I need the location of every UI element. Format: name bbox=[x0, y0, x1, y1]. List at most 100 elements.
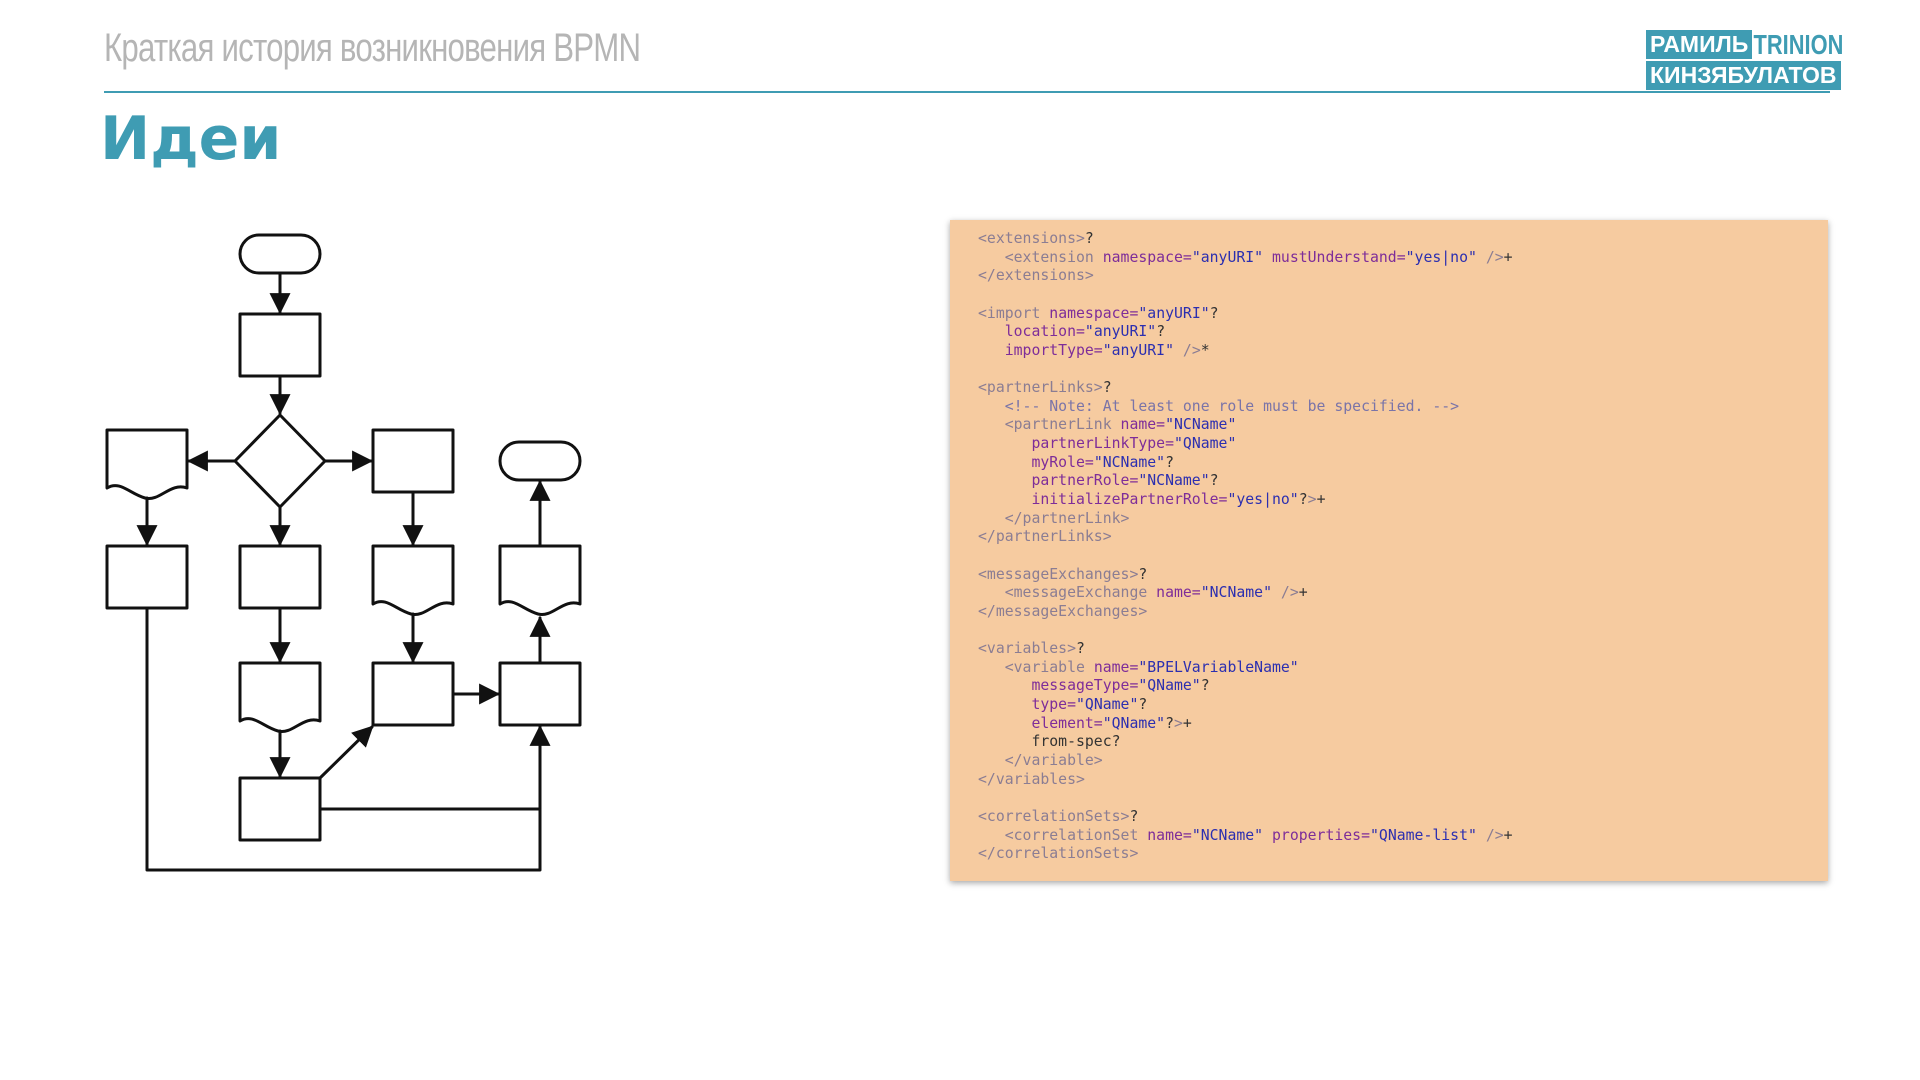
code-line: <extensions>? bbox=[978, 230, 1800, 249]
logo-line1: РАМИЛЬ bbox=[1646, 30, 1753, 59]
code-token: properties= bbox=[1272, 826, 1370, 844]
arrow-bottom-to-far-right bbox=[318, 724, 551, 811]
code-line: location="anyURI"? bbox=[978, 323, 1800, 342]
code-line: <partnerLink name="NCName" bbox=[978, 416, 1800, 435]
code-token: partnerRole= bbox=[978, 472, 1139, 490]
code-token: /> bbox=[1280, 584, 1299, 602]
code-token: name= bbox=[1147, 826, 1192, 844]
code-line: </variables> bbox=[978, 771, 1800, 790]
code-token: ? bbox=[1129, 807, 1139, 825]
code-token: from-spec? bbox=[978, 733, 1121, 751]
code-token: "NCName" bbox=[1138, 472, 1210, 490]
code-token: ? bbox=[1209, 304, 1219, 322]
code-token: mustUnderstand= bbox=[1272, 248, 1406, 266]
code-line: messageType="QName"? bbox=[978, 677, 1800, 696]
flowchart-diagram bbox=[105, 233, 582, 872]
code-token: "anyURI" bbox=[1191, 248, 1272, 266]
code-line: </partnerLinks> bbox=[978, 528, 1800, 547]
logo-line2: КИНЗЯБУЛАТОВ bbox=[1646, 61, 1841, 90]
document-far-right-2 bbox=[498, 544, 582, 616]
code-line: type="QName"? bbox=[978, 696, 1800, 715]
code-token: "QName-list" bbox=[1370, 826, 1486, 844]
code-line: myRole="NCName"? bbox=[978, 454, 1800, 473]
code-token: ? bbox=[1165, 714, 1174, 732]
code-token: <correlationSets> bbox=[978, 807, 1130, 825]
code-token: <partnerLink bbox=[978, 416, 1121, 434]
code-token: <!-- Note: At least one role must be spe… bbox=[978, 397, 1460, 415]
logo-brand: TRINION bbox=[1753, 29, 1844, 60]
code-line bbox=[978, 547, 1800, 566]
code-token: "QName" bbox=[1076, 696, 1139, 714]
code-token: /> bbox=[1485, 826, 1504, 844]
code-token: type= bbox=[978, 696, 1076, 714]
code-token: </partnerLinks> bbox=[978, 528, 1112, 546]
code-token: "QName" bbox=[1138, 677, 1201, 695]
code-token: "anyURI" bbox=[1102, 341, 1183, 359]
code-line: </correlationSets> bbox=[978, 845, 1800, 864]
code-token: <messageExchanges> bbox=[978, 565, 1139, 583]
code-token: ? bbox=[1156, 323, 1166, 341]
code-token: element= bbox=[978, 714, 1103, 732]
code-line: <variable name="BPELVariableName" bbox=[978, 659, 1800, 678]
code-token: "yes|no" bbox=[1405, 248, 1486, 266]
code-token: namespace= bbox=[1102, 248, 1192, 266]
process-box-right-1 bbox=[371, 428, 455, 494]
code-token: ? bbox=[1165, 453, 1175, 471]
code-token: "NCName" bbox=[1165, 416, 1237, 434]
code-token: + bbox=[1316, 490, 1326, 508]
code-token: namespace= bbox=[1049, 304, 1139, 322]
code-line: <messageExchanges>? bbox=[978, 566, 1800, 585]
code-token: ? bbox=[1138, 696, 1148, 714]
code-token: "QName" bbox=[1174, 435, 1237, 453]
code-token: ? bbox=[1298, 490, 1308, 508]
code-token: importType= bbox=[978, 341, 1103, 359]
code-token: /> bbox=[1485, 248, 1504, 266]
code-token: ? bbox=[1209, 472, 1219, 490]
code-token: partnerLinkType= bbox=[978, 435, 1174, 453]
code-token: + bbox=[1503, 248, 1513, 266]
code-line: initializePartnerRole="yes|no"?>+ bbox=[978, 491, 1800, 510]
code-line: <messageExchange name="NCName" />+ bbox=[978, 584, 1800, 603]
code-token: name= bbox=[1156, 584, 1201, 602]
code-line bbox=[978, 789, 1800, 808]
code-token: "NCName" bbox=[1191, 826, 1272, 844]
code-token: "NCName" bbox=[1200, 584, 1281, 602]
code-token: <partnerLinks> bbox=[978, 379, 1103, 397]
code-line: <correlationSets>? bbox=[978, 808, 1800, 827]
code-token: </messageExchanges> bbox=[978, 602, 1148, 620]
code-token: "BPELVariableName" bbox=[1138, 658, 1299, 676]
code-token: <import bbox=[978, 304, 1050, 322]
process-box-1 bbox=[238, 312, 322, 378]
code-token: > bbox=[1307, 490, 1317, 508]
code-line: <import namespace="anyURI"? bbox=[978, 305, 1800, 324]
code-token: ? bbox=[1102, 379, 1112, 397]
process-box-far-right-3 bbox=[498, 661, 582, 727]
code-line: </variable> bbox=[978, 752, 1800, 771]
code-line: <variables>? bbox=[978, 640, 1800, 659]
code-token: "NCName" bbox=[1093, 453, 1166, 471]
code-line: </partnerLink> bbox=[978, 510, 1800, 529]
code-token: /> bbox=[1182, 341, 1201, 359]
code-token: "QName" bbox=[1102, 714, 1166, 732]
code-line bbox=[978, 286, 1800, 305]
code-listing: <extensions>? <extension namespace="anyU… bbox=[978, 230, 1800, 864]
code-token: + bbox=[1182, 714, 1192, 732]
code-token: <messageExchange bbox=[978, 584, 1157, 602]
arrow-bottom-to-right-box bbox=[318, 725, 374, 780]
code-token: ? bbox=[1138, 565, 1148, 583]
code-token: + bbox=[1298, 584, 1308, 602]
code-line: from-spec? bbox=[978, 733, 1800, 752]
code-line: <!-- Note: At least one role must be spe… bbox=[978, 398, 1800, 417]
code-line: </messageExchanges> bbox=[978, 603, 1800, 622]
code-token: location= bbox=[978, 323, 1085, 341]
code-line: importType="anyURI" />* bbox=[978, 342, 1800, 361]
brand-logo: РАМИЛЬ TRINION КИНЗЯБУЛАТОВ bbox=[1646, 30, 1844, 92]
code-token: * bbox=[1200, 341, 1210, 359]
code-token: ? bbox=[1200, 677, 1210, 695]
document-center-3 bbox=[238, 661, 322, 733]
document-left-1 bbox=[105, 428, 189, 500]
code-line: <partnerLinks>? bbox=[978, 379, 1800, 398]
code-token: ? bbox=[1076, 640, 1085, 658]
code-line bbox=[978, 360, 1800, 379]
code-line: </extensions> bbox=[978, 267, 1800, 286]
